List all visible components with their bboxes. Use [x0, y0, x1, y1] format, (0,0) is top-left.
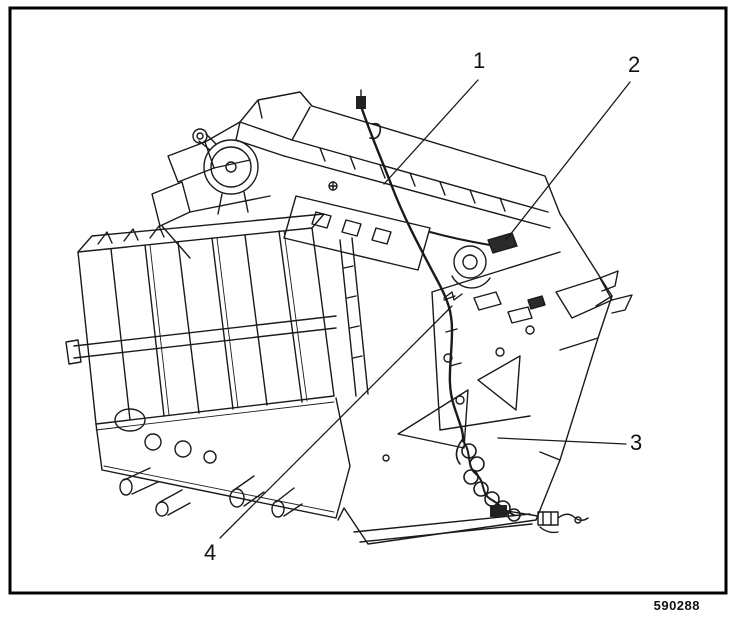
figure-number: 590288	[653, 598, 700, 613]
callout-4-leader	[219, 305, 453, 539]
evaporator-block	[65, 213, 337, 431]
callout-4: 4	[204, 540, 217, 565]
case-channel	[339, 237, 369, 397]
vacuum-actuator	[192, 128, 259, 215]
callout-1: 1	[473, 48, 486, 73]
mounting-plate	[95, 397, 351, 519]
leader-lines	[219, 79, 631, 539]
top-frame	[235, 91, 561, 229]
callout-3-leader	[497, 437, 627, 445]
louver-panel	[283, 181, 431, 271]
figure-border	[8, 6, 728, 595]
callout-2-leader	[505, 81, 631, 241]
callout-3: 3	[630, 430, 643, 455]
callout-1-leader	[383, 79, 479, 185]
drawing-lines	[65, 79, 633, 545]
callout-2: 2	[628, 52, 641, 77]
left-brackets	[151, 121, 271, 259]
wiring-harness	[356, 89, 589, 534]
